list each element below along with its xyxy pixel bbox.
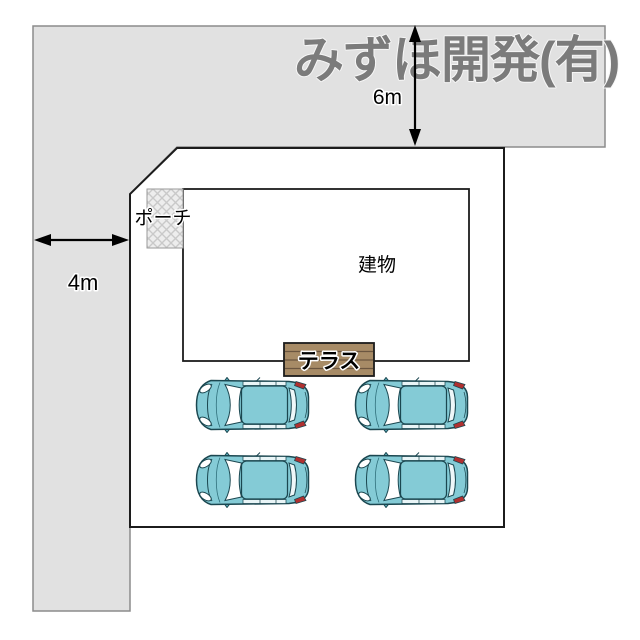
arrowhead-down-icon	[409, 129, 421, 146]
car-top-left	[195, 377, 310, 433]
arrowhead-left-icon	[34, 234, 51, 246]
terrace: テラス	[283, 342, 375, 377]
porch-area	[146, 188, 184, 249]
car-bottom-left	[195, 452, 310, 508]
dimension-6m: 6m	[371, 25, 421, 146]
arrowhead-right-icon	[112, 234, 129, 246]
arrowhead-up-icon	[409, 25, 421, 42]
building-label: 建物	[358, 254, 396, 276]
terrace-slat-lines	[285, 350, 373, 370]
terrace-label: テラス	[298, 350, 361, 373]
dimension-4m-label: 4m	[68, 270, 99, 295]
building-outline	[182, 188, 470, 362]
dimension-6m-label: 6m	[373, 86, 402, 109]
car-bottom-right	[354, 452, 469, 508]
porch-label: ポーチ	[134, 207, 191, 229]
company-title: みずほ開発(有)	[294, 32, 619, 88]
car-top-right	[354, 377, 469, 433]
dimension-4m: 4m	[34, 234, 129, 297]
